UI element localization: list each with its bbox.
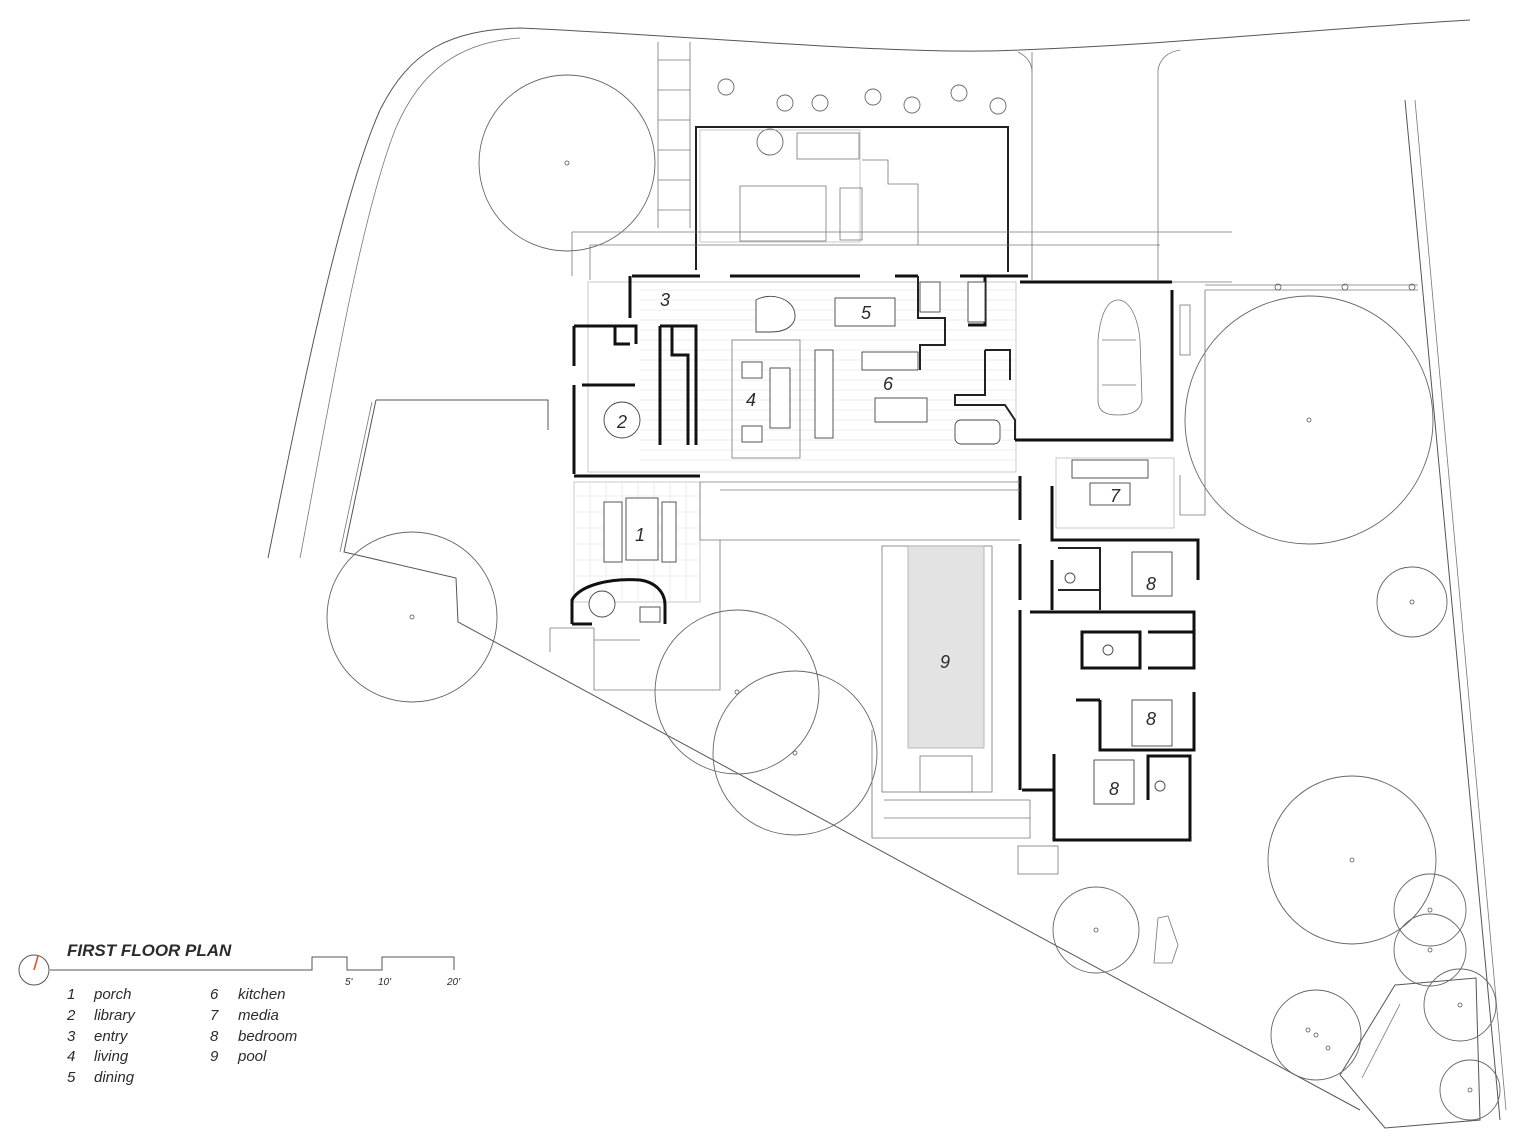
plan-title: FIRST FLOOR PLAN: [67, 941, 232, 960]
site-lines: [267, 19, 1507, 1129]
label-entry: 3: [660, 290, 670, 310]
scale-bar: [50, 956, 455, 971]
legend: 1 porch 2 library 3 entry 4 living 5 din…: [66, 986, 297, 1086]
legend-name: bedroom: [238, 1028, 297, 1045]
legend-name: dining: [94, 1069, 135, 1086]
label-bedroom-a: 8: [1146, 574, 1156, 594]
legend-name: media: [238, 1007, 279, 1024]
trees: [326, 74, 1501, 1121]
legend-num: 5: [67, 1069, 76, 1086]
upper-structure: [571, 42, 1232, 280]
legend-name: kitchen: [238, 986, 286, 1003]
porch-area: [549, 481, 1020, 691]
room-labels: 1 2 3 4 5 6 7 8 8 8 9: [616, 290, 1156, 799]
north-arrow: [18, 954, 50, 986]
scale-tick-5: 5': [345, 977, 354, 988]
legend-num: 1: [67, 986, 75, 1003]
scale-tick-10: 10': [378, 977, 392, 988]
label-bedroom-b: 8: [1146, 709, 1156, 729]
label-library: 2: [616, 412, 627, 432]
legend-num: 6: [210, 986, 219, 1003]
legend-num: 4: [67, 1048, 75, 1065]
legend-num: 3: [67, 1028, 76, 1045]
label-kitchen: 6: [883, 374, 894, 394]
label-bedroom-c: 8: [1109, 779, 1119, 799]
pool-area: [871, 545, 1059, 875]
legend-num: 8: [210, 1028, 219, 1045]
label-dining: 5: [861, 303, 872, 323]
label-porch: 1: [635, 525, 645, 545]
legend-num: 9: [210, 1048, 219, 1065]
legend-num: 7: [210, 1007, 219, 1024]
label-pool: 9: [940, 652, 950, 672]
legend-num: 2: [66, 1007, 76, 1024]
label-living: 4: [746, 390, 756, 410]
legend-name: porch: [93, 986, 132, 1003]
label-media: 7: [1110, 486, 1121, 506]
scale-tick-20: 20': [446, 977, 461, 988]
legend-name: entry: [94, 1028, 129, 1045]
legend-name: living: [94, 1048, 129, 1065]
legend-name: library: [94, 1007, 136, 1024]
legend-name: pool: [237, 1048, 267, 1065]
main-house: [572, 274, 1418, 520]
bedroom-wing: [1018, 457, 1200, 842]
